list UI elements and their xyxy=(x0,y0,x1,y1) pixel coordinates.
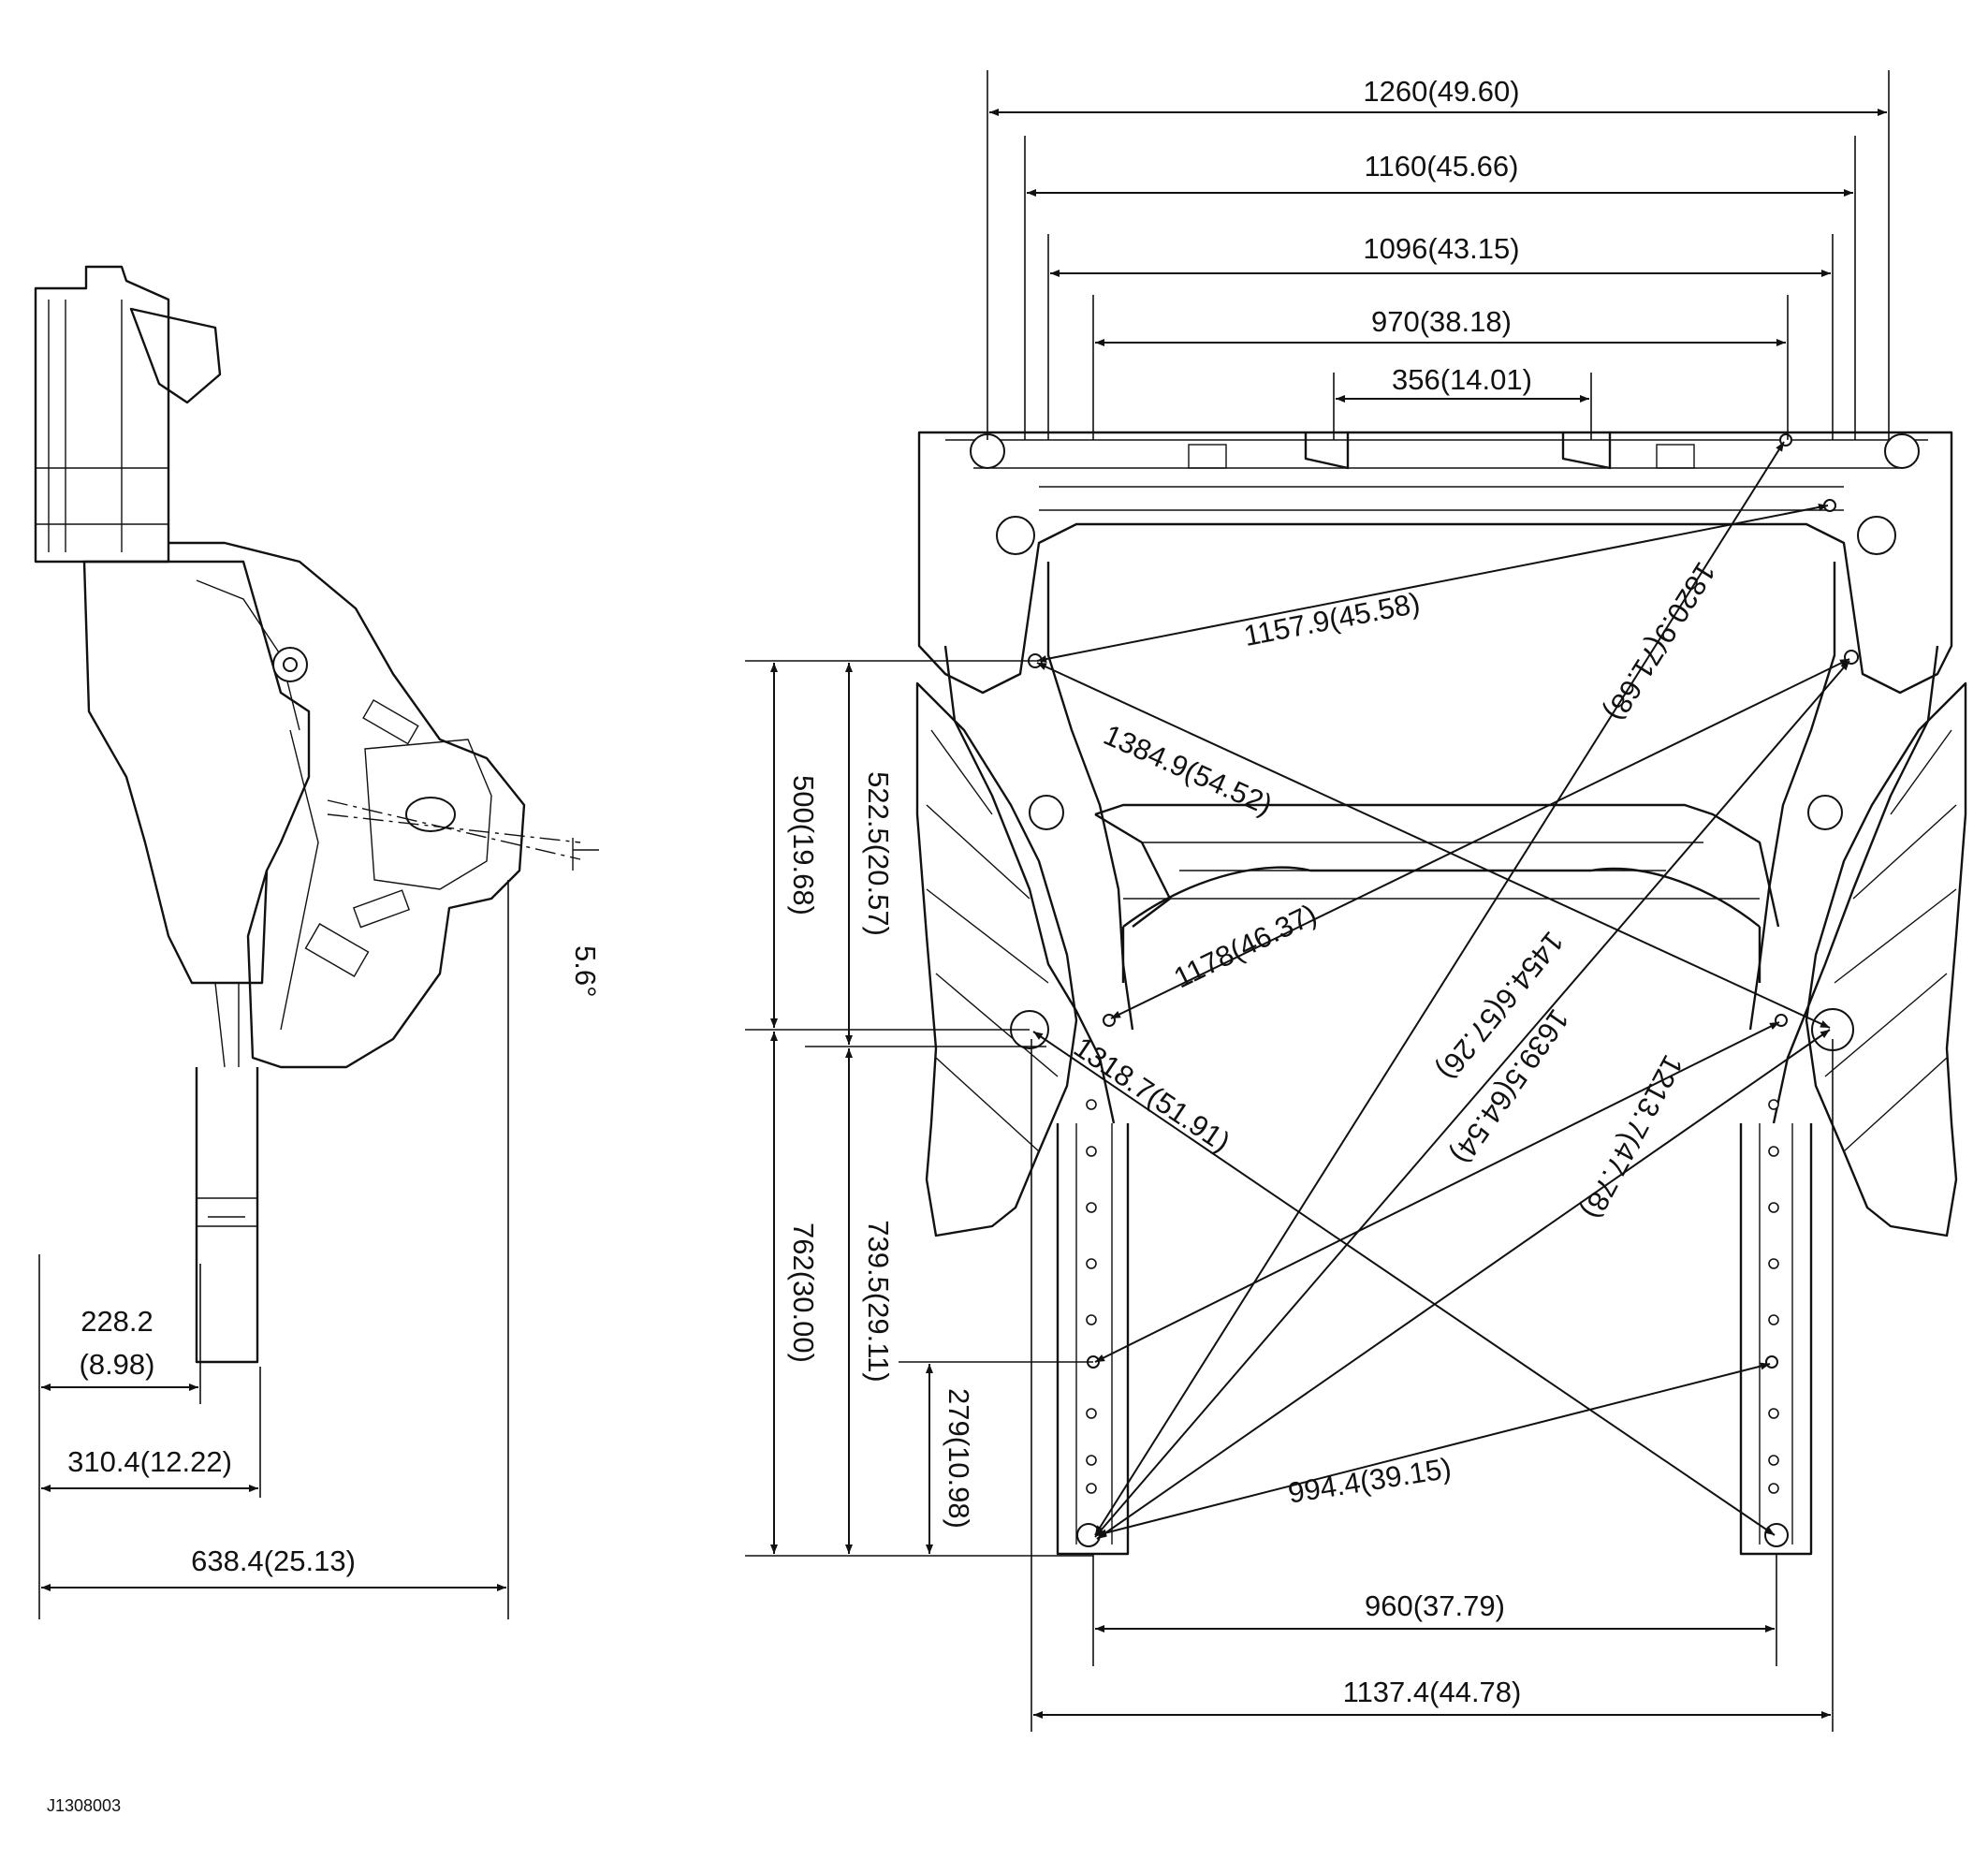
diagonal-dimensions: 1157.9(45.58) 1820.9(71.68) 1384.9(54.52… xyxy=(1032,441,1850,1540)
dim-960: 960(37.79) xyxy=(1365,1589,1505,1622)
reference-points xyxy=(1028,433,1859,1369)
dim-1318: 1318.7(51.91) xyxy=(1068,1031,1236,1159)
dim-1137: 1137.4(44.78) xyxy=(1343,1676,1522,1708)
dim-994: 994.4(39.15) xyxy=(1286,1452,1454,1510)
dim-356: 356(14.01) xyxy=(1392,363,1532,396)
top-view-frame-outline xyxy=(915,431,1967,1556)
side-dim-310: 310.4(12.22) xyxy=(41,1367,261,1498)
vertical-dimensions: 500(19.68) 522.5(20.57) 762(30.00) 739.5… xyxy=(745,660,1093,1557)
dim-970: 970(38.18) xyxy=(1371,305,1512,338)
side-dim-638-value: 638.4(25.13) xyxy=(191,1545,356,1577)
dim-522: 522.5(20.57) xyxy=(862,771,895,936)
dim-1213: 1213.7(47.78) xyxy=(1576,1049,1690,1224)
dim-279: 279(10.98) xyxy=(943,1388,975,1529)
width-dimensions: 1260(49.60) 1160(45.66) 1096(43.15) 970(… xyxy=(987,70,1890,1732)
dim-500: 500(19.68) xyxy=(787,775,820,915)
side-view-body-outline xyxy=(34,265,599,1364)
dim-1157: 1157.9(45.58) xyxy=(1241,586,1423,652)
side-dim-228-inch: (8.98) xyxy=(80,1348,155,1381)
dim-1178: 1178(46.37) xyxy=(1169,898,1323,995)
dim-739: 739.5(29.11) xyxy=(862,1220,895,1383)
dim-1096: 1096(43.15) xyxy=(1363,232,1519,265)
dim-1160: 1160(45.66) xyxy=(1365,150,1519,183)
side-dim-310-value: 310.4(12.22) xyxy=(67,1445,232,1478)
side-dim-638: 638.4(25.13) xyxy=(41,880,509,1619)
dim-1820: 1820.9(71.68) xyxy=(1599,556,1722,726)
diagram-code: J1308003 xyxy=(47,1796,121,1815)
dim-1260: 1260(49.60) xyxy=(1363,75,1519,108)
dim-762: 762(30.00) xyxy=(787,1222,820,1363)
side-angle-label: 5.6° xyxy=(569,945,602,998)
side-view: 5.6° 228.2 (8.98) 310.4(12.22) 638.4(25.… xyxy=(34,265,602,1619)
side-dim-228-value: 228.2 xyxy=(80,1305,153,1338)
side-dim-228: 228.2 (8.98) xyxy=(38,1254,201,1619)
top-view: 1260(49.60) 1160(45.66) 1096(43.15) 970(… xyxy=(745,70,1967,1732)
